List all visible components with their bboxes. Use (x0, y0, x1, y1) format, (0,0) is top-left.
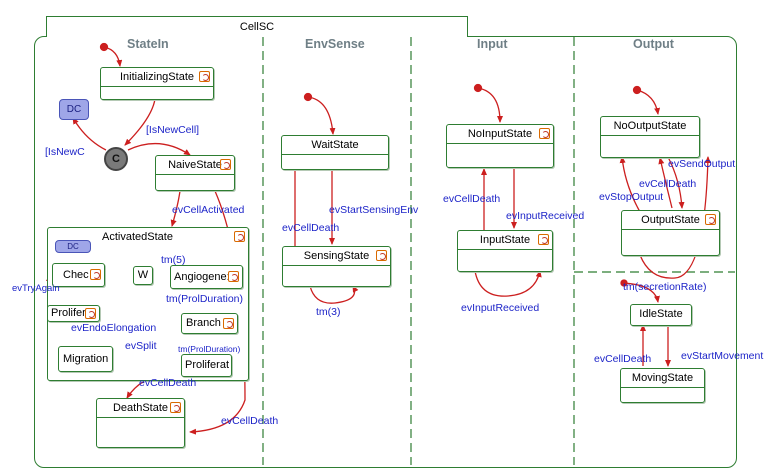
state-nooutput[interactable]: NoOutputState (600, 116, 700, 158)
transition-nooutput-output-send (667, 156, 685, 209)
transition-condition-naive (127, 142, 191, 156)
label-ev-cell-activated: evCellActivated (172, 204, 245, 216)
history-icon (376, 250, 387, 261)
transition-output-nooutput-death (658, 157, 673, 209)
state-wait[interactable]: WaitState (281, 135, 389, 170)
label-tm5: tm(5) (161, 254, 186, 266)
state-branch[interactable]: Branch (181, 313, 238, 334)
state-initializing[interactable]: InitializingState (100, 67, 214, 100)
label-tm-prol-duration: tm(ProlDuration) (166, 293, 244, 305)
label-ev-endo-elongation: evEndoElongation (71, 322, 157, 334)
dc-connector-small[interactable]: DC (55, 240, 91, 253)
transition-init-nooutput (636, 89, 661, 115)
history-icon (228, 271, 239, 282)
label-ev-start-sensing-env: evStartSensingEnv (329, 204, 419, 216)
state-label: W (137, 269, 149, 281)
state-sensing[interactable]: SensingState (282, 246, 391, 287)
state-death[interactable]: DeathState (96, 398, 185, 448)
state-angiogenesis[interactable]: Angiogene: (170, 265, 243, 289)
label-ev-send-output: evSendOutput (668, 158, 736, 170)
history-icon (234, 231, 245, 242)
state-idle[interactable]: IdleState (630, 304, 692, 326)
state-label: InputState (458, 231, 552, 250)
state-label: ActivatedState (102, 231, 173, 243)
history-icon (223, 318, 234, 329)
state-w[interactable]: W (133, 266, 153, 285)
transition-init-noinput (477, 87, 503, 123)
state-moving[interactable]: MovingState (620, 368, 705, 403)
state-label: DeathState (97, 399, 184, 418)
transition-init-initializing (103, 46, 123, 67)
label-ev-cell-death-input: evCellDeath (443, 193, 501, 205)
history-icon (170, 402, 181, 413)
label-ev-cell-death-idle: evCellDeath (594, 353, 652, 365)
state-noinput[interactable]: NoInputState (446, 124, 554, 168)
label-ev-cell-death-activated: evCellDeath (139, 377, 197, 389)
state-prolifer[interactable]: Prolifer (47, 305, 100, 322)
label-is-new-cell: [IsNewCell] (146, 124, 200, 136)
state-label: NaiveState (156, 156, 234, 175)
state-input[interactable]: InputState (457, 230, 553, 272)
state-migration[interactable]: Migration (58, 346, 113, 372)
label-ev-cell-death-output: evCellDeath (639, 178, 697, 190)
state-output[interactable]: OutputState (621, 210, 720, 256)
state-label: MovingState (621, 369, 704, 388)
dc-connector[interactable]: DC (59, 99, 89, 120)
cellsc-title: CellSC (46, 16, 468, 37)
history-icon (539, 128, 550, 139)
label-ev-start-movement: evStartMovement (681, 350, 764, 362)
state-label: WaitState (282, 136, 388, 155)
history-icon (705, 214, 716, 225)
label-ev-try-again: evTryAgain (12, 283, 60, 294)
state-label: Migration (63, 353, 109, 365)
history-icon (199, 71, 210, 82)
transition-initializing-condition (124, 98, 156, 146)
transition-init-idle (623, 282, 660, 303)
transition-output-to-nooutput-loop (639, 156, 711, 279)
label-ev-cell-death-naive: evCellDeath (221, 415, 279, 427)
state-label: Branch (186, 317, 221, 329)
history-icon (90, 269, 101, 280)
label-ev-input-received-2: evInputReceived (461, 302, 540, 314)
transition-condition-dc (72, 117, 107, 151)
state-label: OutputState (622, 211, 719, 230)
state-naive[interactable]: NaiveState (155, 155, 235, 191)
label-ev-cell-death-env: evCellDeath (282, 222, 340, 234)
state-label: Angiogene: (174, 271, 230, 283)
label-tm-prol-duration-small: tm(ProlDuration) (178, 344, 241, 354)
state-label: IdleState (639, 308, 683, 320)
state-label: Proliferat (185, 359, 230, 371)
transition-init-wait (307, 96, 336, 135)
state-label: SensingState (283, 247, 390, 266)
label-ev-stop-output: evStopOutput (599, 191, 664, 203)
state-label: InitializingState (101, 68, 213, 87)
history-icon (538, 234, 549, 245)
history-icon (220, 159, 231, 170)
label-tm3: tm(3) (316, 306, 341, 318)
state-label: NoInputState (447, 125, 553, 144)
transition-sensing-self (309, 285, 359, 304)
state-label: Chec (63, 269, 89, 281)
transition-output-nooutput-stop (619, 156, 641, 213)
transition-input-self (474, 270, 542, 297)
region-title-input: Input (477, 37, 508, 51)
label-ev-input-received-1: evInputReceived (506, 210, 585, 222)
condition-connector[interactable]: C (104, 147, 128, 171)
state-checker[interactable]: Chec (52, 263, 105, 287)
label-is-new-c: [IsNewC (45, 146, 85, 158)
region-title-output: Output (633, 37, 674, 51)
state-label: Prolifer (51, 307, 86, 319)
transition-naive-activated (170, 190, 181, 227)
region-title-envsense: EnvSense (305, 37, 365, 51)
state-label: NoOutputState (601, 117, 699, 136)
history-icon (85, 308, 96, 319)
label-ev-split: evSplit (125, 340, 157, 352)
label-tm-secretion-rate: tm(secretionRate) (623, 281, 707, 293)
state-proliferat[interactable]: Proliferat (181, 354, 232, 377)
region-title-statein: StateIn (127, 37, 169, 51)
